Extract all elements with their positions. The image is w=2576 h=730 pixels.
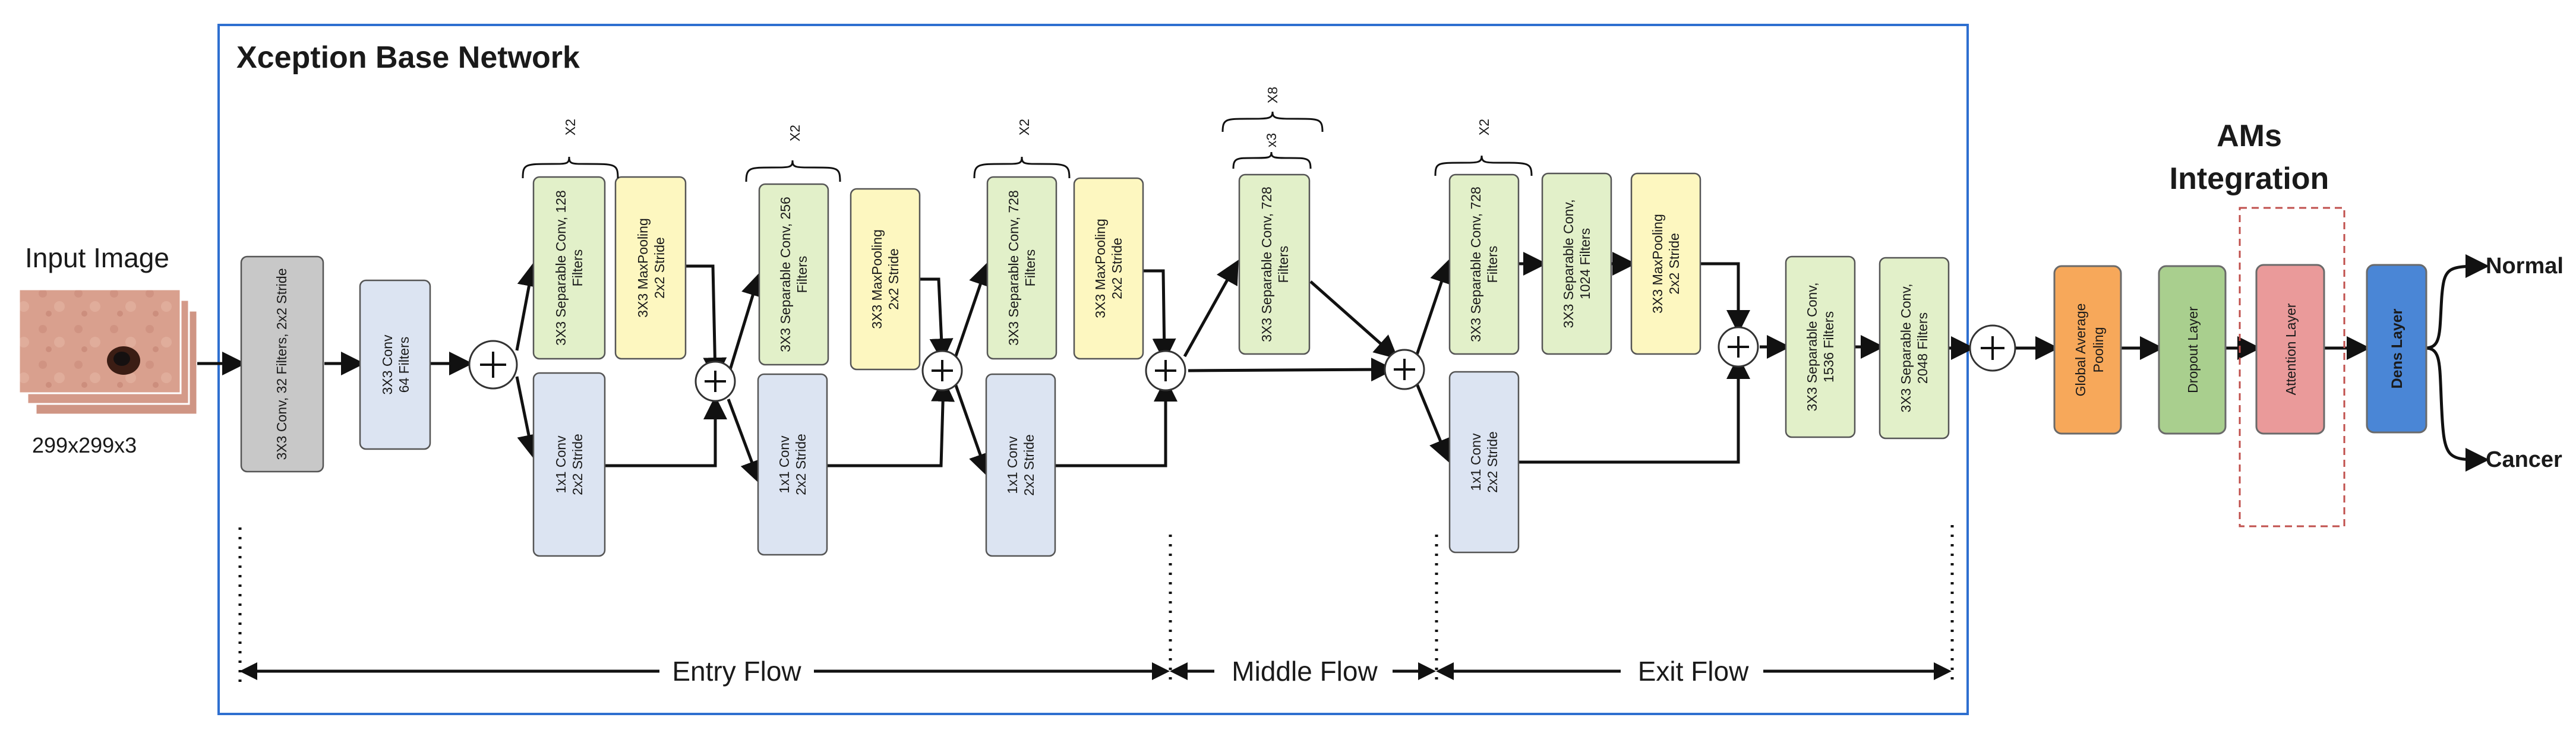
svg-text:Filters: Filters — [570, 249, 585, 287]
svg-text:X2: X2 — [563, 119, 578, 135]
svg-text:2x2 Stride: 2x2 Stride — [570, 434, 585, 495]
am-title-line2: Integration — [2170, 162, 2329, 196]
svg-text:X8: X8 — [1265, 87, 1280, 103]
middle-flow-label: Middle Flow — [1232, 656, 1378, 687]
svg-text:3X3 Conv: 3X3 Conv — [380, 334, 395, 395]
maxpool-block-1: 3X3 MaxPooling 2x2 Stride — [614, 176, 687, 360]
output-normal: Normal — [2486, 254, 2564, 279]
svg-text:64 Filters: 64 Filters — [396, 337, 412, 393]
svg-text:3X3 Separable Conv, 728: 3X3 Separable Conv, 728 — [1259, 187, 1274, 342]
add-node — [1145, 350, 1186, 391]
svg-text:1x1 Conv: 1x1 Conv — [553, 435, 569, 494]
svg-text:1x1 Conv: 1x1 Conv — [1005, 436, 1020, 494]
residual-conv-block-3: 1x1 Conv 2x2 Stride — [985, 373, 1056, 557]
repeat-brace: X2 — [745, 125, 841, 182]
add-node — [694, 361, 736, 402]
maxpool-block-2: 3X3 MaxPooling 2x2 Stride — [850, 188, 921, 371]
svg-text:3X3 Separable Conv,: 3X3 Separable Conv, — [1898, 284, 1914, 413]
input-label: Input Image — [25, 242, 169, 273]
output-cancer: Cancer — [2486, 447, 2562, 472]
residual-conv-block-1: 1x1 Conv 2x2 Stride — [532, 372, 606, 557]
svg-text:2x2 Stride: 2x2 Stride — [1485, 431, 1500, 493]
exit-sepconv728-block: 3X3 Separable Conv, 728 Filters — [1448, 173, 1520, 355]
svg-text:3X3 Separable Conv, 256: 3X3 Separable Conv, 256 — [778, 197, 793, 352]
add-node — [468, 340, 518, 390]
sepconv256-block: 3X3 Separable Conv, 256 Filters — [758, 183, 829, 366]
svg-text:Filters: Filters — [1485, 246, 1500, 283]
svg-text:Global Average: Global Average — [2073, 304, 2088, 397]
maxpool-block-4: 3X3 MaxPooling 2x2 Stride — [1630, 172, 1701, 355]
svg-text:2x2 Stride: 2x2 Stride — [652, 237, 667, 299]
exit-sepconv1024-block: 3X3 Separable Conv, 1024 Filters — [1541, 172, 1612, 355]
conv64-block: 3X3 Conv 64 Filters — [359, 279, 431, 450]
svg-text:Dropout Layer: Dropout Layer — [2185, 306, 2201, 393]
svg-text:3X3 Separable Conv, 728: 3X3 Separable Conv, 728 — [1006, 190, 1021, 346]
dropout-layer: Dropout Layer — [2158, 265, 2227, 435]
middle-sepconv-block: 3X3 Separable Conv, 728 Filters — [1238, 173, 1311, 355]
svg-text:3X3 Separable Conv, 128: 3X3 Separable Conv, 128 — [553, 190, 569, 346]
input-size: 299x299x3 — [32, 433, 137, 457]
network-title: Xception Base Network — [236, 40, 580, 75]
svg-text:3X3 Conv, 32 Filters, 2x2 Stri: 3X3 Conv, 32 Filters, 2x2 Stride — [274, 268, 289, 460]
flow-label-bg — [1214, 657, 1393, 684]
svg-text:Filters: Filters — [1276, 246, 1291, 283]
sepconv1536-block: 3X3 Separable Conv, 1536 Filters — [1785, 255, 1856, 438]
sepconv728-block: 3X3 Separable Conv, 728 Filters — [986, 176, 1057, 360]
svg-text:3X3 MaxPooling: 3X3 MaxPooling — [869, 229, 885, 329]
svg-text:Filters: Filters — [794, 256, 810, 293]
svg-text:Pooling: Pooling — [2091, 327, 2106, 373]
conv32-block: 3X3 Conv, 32 Filters, 2x2 Stride — [240, 255, 324, 473]
entry-flow-label: Entry Flow — [672, 656, 801, 687]
svg-text:x3: x3 — [1264, 133, 1279, 147]
sepconv2048-block: 3X3 Separable Conv, 2048 Filters — [1879, 257, 1950, 440]
base-network-frame — [217, 24, 1969, 715]
svg-text:3X3 MaxPooling: 3X3 MaxPooling — [1093, 219, 1108, 318]
svg-text:3X3 Separable Conv,: 3X3 Separable Conv, — [1561, 200, 1576, 328]
repeat-brace: X2 — [1434, 119, 1533, 176]
svg-text:2x2 Stride: 2x2 Stride — [793, 434, 809, 495]
svg-text:Attention Layer: Attention Layer — [2283, 303, 2299, 395]
svg-text:X2: X2 — [1476, 119, 1492, 135]
svg-text:2x2 Stride: 2x2 Stride — [886, 248, 901, 310]
svg-text:Filters: Filters — [1022, 249, 1038, 287]
residual-conv-block-4: 1x1 Conv 2x2 Stride — [1448, 371, 1520, 554]
flow-label-bg — [1621, 657, 1763, 684]
svg-text:Dens Layer: Dens Layer — [2389, 308, 2405, 388]
add-node — [921, 350, 963, 391]
svg-text:X2: X2 — [787, 125, 803, 141]
svg-text:1536 Filters: 1536 Filters — [1821, 311, 1836, 383]
input-image-stack — [18, 288, 198, 416]
connections — [197, 252, 2489, 485]
svg-text:3X3 MaxPooling: 3X3 MaxPooling — [1650, 214, 1665, 314]
repeat-brace: X2 — [973, 119, 1071, 179]
svg-text:2x2 Stride: 2x2 Stride — [1666, 233, 1682, 295]
add-node — [1969, 324, 2016, 372]
svg-text:1024 Filters: 1024 Filters — [1577, 228, 1593, 299]
svg-text:2x2 Stride: 2x2 Stride — [1021, 434, 1037, 496]
global-average-pooling-layer: Global Average Pooling — [2053, 265, 2122, 435]
am-integration-frame — [2239, 207, 2345, 527]
svg-text:3X3 MaxPooling: 3X3 MaxPooling — [635, 218, 651, 318]
attention-layer: Attention Layer — [2255, 264, 2325, 435]
maxpool-block-3: 3X3 MaxPooling 2x2 Stride — [1073, 177, 1144, 360]
svg-text:X2: X2 — [1016, 119, 1032, 135]
flow-label-bg — [659, 657, 814, 684]
repeat-brace: x3 X8 — [1221, 87, 1324, 169]
am-title-line1: AMs — [2217, 119, 2282, 153]
svg-text:1x1 Conv: 1x1 Conv — [776, 435, 792, 494]
svg-text:3X3 Separable Conv, 728: 3X3 Separable Conv, 728 — [1468, 187, 1483, 342]
repeat-brace: X2 — [522, 119, 619, 179]
add-node — [1384, 349, 1425, 390]
dense-layer: Dens Layer — [2366, 264, 2427, 434]
sepconv128-block: 3X3 Separable Conv, 128 Filters — [532, 176, 606, 360]
flow-dividers — [238, 525, 1954, 683]
svg-text:2x2 Stride: 2x2 Stride — [1109, 238, 1125, 299]
exit-flow-label: Exit Flow — [1638, 656, 1749, 687]
svg-text:2048 Filters: 2048 Filters — [1915, 312, 1930, 384]
residual-conv-block-2: 1x1 Conv 2x2 Stride — [757, 373, 828, 556]
svg-text:3X3 Separable Conv,: 3X3 Separable Conv, — [1804, 283, 1820, 412]
svg-text:1x1 Conv: 1x1 Conv — [1468, 433, 1483, 491]
add-node — [1718, 326, 1759, 368]
